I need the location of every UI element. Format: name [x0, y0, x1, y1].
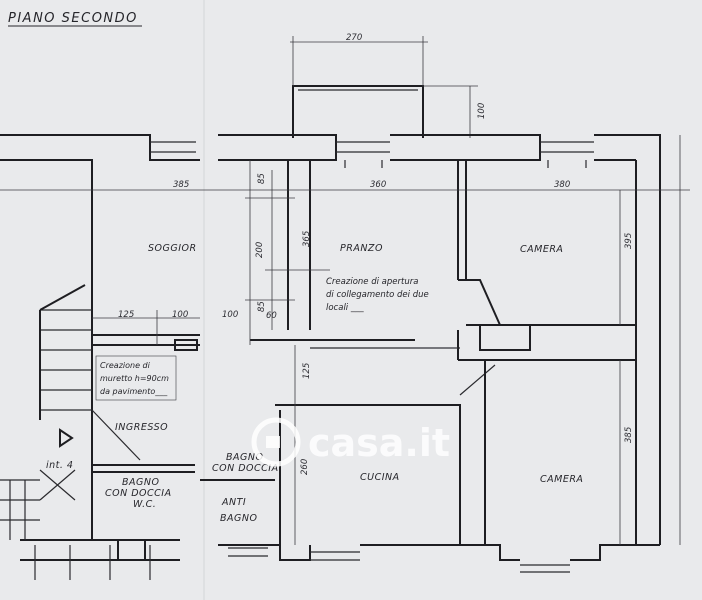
- dim-380: 380: [554, 180, 570, 190]
- dim-100-mid: 100: [222, 310, 238, 320]
- dim-125-vert: 125: [302, 363, 312, 379]
- top-wall-mid-left: [218, 134, 337, 161]
- new-opening-jamb: [458, 279, 501, 326]
- stair-lower: [0, 479, 40, 540]
- closet-niche: [479, 325, 531, 351]
- dim-125-left: 125: [118, 310, 134, 320]
- dim-385-left: 385: [173, 180, 189, 190]
- muretto-marker: [174, 339, 198, 351]
- watermark: casa.it: [251, 417, 450, 467]
- bottom-wall-1: [218, 544, 311, 561]
- top-wall-right: [594, 134, 661, 545]
- label-ingresso: INGRESSO: [115, 422, 168, 433]
- label-cucina: CUCINA: [360, 472, 400, 483]
- window-camera-top: [540, 141, 594, 168]
- top-wall-mid: [390, 134, 541, 161]
- stair-treads: [40, 309, 92, 411]
- window-pranzo: [336, 141, 390, 168]
- label-camera-top: CAMERA: [520, 244, 563, 255]
- bottom-left-window-marks: [34, 545, 151, 580]
- left-building-wall: [0, 159, 93, 300]
- balcony-outline: [292, 85, 424, 138]
- label-bagno-doccia-2: CON DOCCIA: [212, 463, 279, 474]
- label-int-4: int. 4: [46, 460, 73, 471]
- dimension-lines: [0, 135, 690, 545]
- annotation-apertura: Creazione di apertura di collegamento de…: [326, 277, 429, 313]
- stair-edge: [39, 284, 86, 420]
- bottom-wall-2: [360, 544, 520, 561]
- balcony: [290, 36, 478, 138]
- dim-365: 365: [302, 231, 312, 247]
- entrance-cross: [39, 469, 76, 501]
- dim-85-top: 85: [257, 173, 267, 184]
- entrance-arrow-icon: [59, 428, 74, 448]
- door-swing-line: [459, 364, 496, 396]
- annotation-muretto: Creazione di muretto h=90cm da pavimento…: [95, 355, 177, 401]
- note-apertura-2: di collegamento dei due: [326, 290, 429, 300]
- note-muretto-3: da pavimento___: [100, 387, 168, 396]
- top-wall-left: [0, 134, 200, 161]
- casa-logo-icon: [251, 417, 301, 467]
- bagno-wc-window-recess: [117, 540, 146, 561]
- label-bagno-wc-1: BAGNO: [122, 477, 159, 488]
- room-labels: SOGGIOR PRANZO CAMERA CUCINA CAMERA INGR…: [46, 243, 583, 524]
- watermark-text: casa.it: [308, 421, 450, 465]
- dim-270: 270: [346, 33, 362, 43]
- dim-360: 360: [370, 180, 386, 190]
- dim-385-right: 385: [624, 427, 634, 443]
- label-antibagno-2: BAGNO: [220, 513, 257, 524]
- cucina-top-right-wall: [275, 404, 461, 545]
- dim-85-bottom: 85: [257, 301, 267, 312]
- outer-walls: [0, 134, 661, 580]
- bottom-wall-left: [20, 539, 180, 561]
- label-bagno-wc-3: W.C.: [133, 499, 156, 510]
- dim-100-balcony: 100: [477, 103, 487, 119]
- dim-200: 200: [255, 242, 265, 258]
- label-pranzo: PRANZO: [340, 243, 383, 254]
- dim-395: 395: [624, 233, 634, 249]
- note-apertura-3: locali ___: [326, 303, 364, 313]
- label-camera-bottom: CAMERA: [540, 474, 583, 485]
- label-bagno-wc-2: CON DOCCIA: [105, 488, 172, 499]
- dim-60: 60: [266, 311, 277, 321]
- ingresso-door-swing: [91, 409, 141, 461]
- muretto-note-box: [95, 355, 177, 401]
- note-muretto-1: Creazione di: [100, 361, 151, 370]
- bottom-windows: [228, 547, 570, 573]
- staircase: [0, 284, 92, 540]
- label-bagno-doccia-1: BAGNO: [226, 452, 263, 463]
- note-muretto-2: muretto h=90cm: [100, 374, 169, 383]
- window-soggiorno: [150, 141, 196, 153]
- dimension-labels: 270 100 385 360 380 85 200 85 365 395 12…: [118, 33, 634, 475]
- title-text: PIANO SECONDO: [8, 11, 138, 26]
- plan-title: PIANO SECONDO: [8, 11, 142, 27]
- label-soggiorno: SOGGIOR: [148, 243, 197, 254]
- interior-walls: [0, 160, 636, 561]
- note-apertura-1: Creazione di apertura: [326, 277, 418, 287]
- dim-260: 260: [300, 459, 310, 475]
- bottom-wall-3: [570, 544, 660, 561]
- dim-100-left: 100: [172, 310, 188, 320]
- label-antibagno-1: ANTI: [221, 497, 246, 508]
